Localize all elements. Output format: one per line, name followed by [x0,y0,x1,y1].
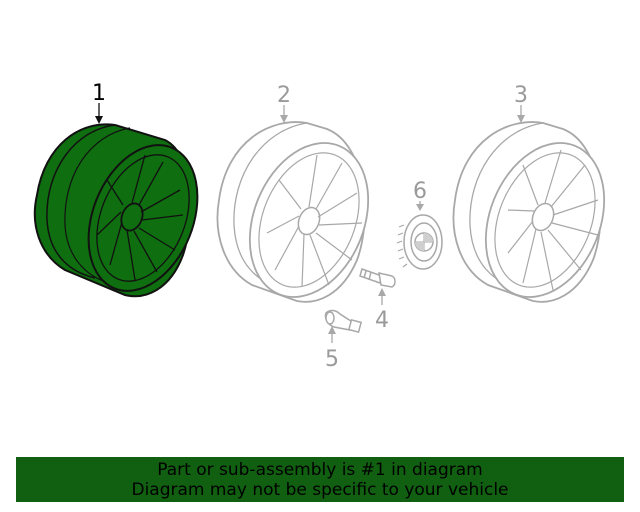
wheel-2[interactable] [216,121,389,315]
callout-5: 5 [325,347,339,372]
center-cap-6[interactable] [396,214,443,270]
callout-3: 3 [514,83,528,108]
parts-diagram: 1 2 3 6 4 5 [33,81,625,372]
banner-line-2: Diagram may not be specific to your vehi… [131,479,509,500]
info-banner: Part or sub-assembly is #1 in diagram Di… [16,457,624,502]
valve-stem-5[interactable] [324,309,363,334]
banner-line-1: Part or sub-assembly is #1 in diagram [157,459,483,480]
lug-bolt-4[interactable] [359,268,396,288]
wheel-1-hub [120,202,144,232]
callout-4: 4 [375,308,389,333]
callout-6: 6 [413,179,427,204]
callout-1: 1 [92,81,106,106]
wheel-1-highlighted[interactable] [33,123,218,307]
leader-arrows [95,103,525,343]
wheel-3[interactable] [452,121,625,315]
callout-2: 2 [277,83,291,108]
